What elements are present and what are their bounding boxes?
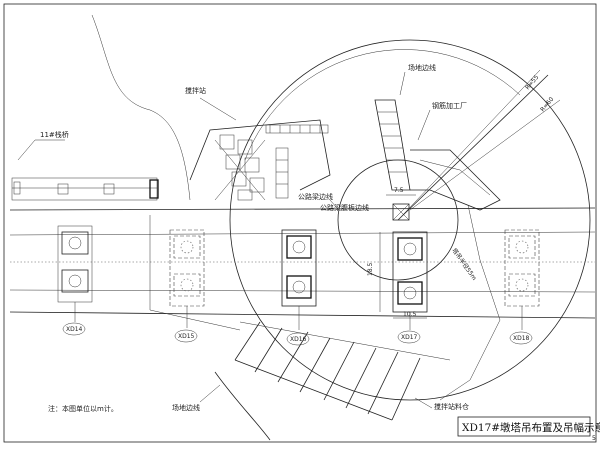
site-boundary-left [149, 215, 241, 331]
radius-label: 塔吊半径55m [450, 247, 478, 282]
crane-radius-arc-inner [244, 49, 521, 161]
storage-leader [414, 397, 433, 409]
title-block [457, 416, 591, 437]
radius-line [397, 74, 549, 221]
page-mark: 5 [592, 435, 596, 442]
drawing-title: XD17#墩塔吊布置及吊幅示意图 [462, 421, 600, 434]
pier-xd18-label: XD18 [513, 335, 530, 342]
pier-xd17-label: XD17 [401, 334, 418, 341]
site-edge-top-label: 场地边线 [408, 63, 436, 72]
crane-radius-circle-large [229, 39, 591, 401]
pier-xd17-tag [397, 330, 421, 344]
trestle-pile [57, 183, 69, 195]
dim-bottom-label: 10.5 [403, 311, 417, 318]
road-beam-web-edge-label: 公路梁腹板边线 [320, 203, 369, 212]
trestle-bridge [11, 177, 158, 201]
site-edge-bottom-label: 场地边线 [172, 403, 200, 412]
pier-xd15 [169, 229, 205, 328]
road-beam-edge-label: 公路梁边线 [298, 192, 333, 201]
pier-xd14-label: XD14 [66, 326, 83, 333]
pier-xd14-tag [62, 322, 86, 336]
rebar-leader [417, 109, 431, 141]
pier-xd15-tag [174, 329, 198, 343]
road-beam-line-2 [9, 231, 596, 236]
site-boundary-lower [214, 371, 271, 441]
road-beam-edge-bottom [9, 311, 596, 319]
bridge-label: 11#栈桥 [40, 130, 69, 139]
site-edge-leader [399, 71, 406, 96]
pier-xd16-tag [286, 332, 310, 346]
mixing-station-equipment [214, 124, 329, 201]
radius-line-2 [409, 99, 561, 211]
trestle-pile [103, 183, 115, 195]
pier-xd17 [379, 231, 428, 330]
mixing-leader [199, 97, 237, 121]
mixing-station-label: 搅拌站 [185, 86, 206, 95]
storage-bins [234, 321, 451, 421]
pier-xd18-tag [509, 331, 533, 345]
trestle-end [149, 179, 159, 199]
site-edge-bottom-leader [199, 384, 221, 403]
storage-label: 搅拌站料仓 [434, 402, 469, 411]
road-beam-edge-top [9, 207, 596, 211]
pier-xd18 [504, 229, 540, 330]
road-beam-leader [329, 199, 339, 210]
boundary-curve [91, 14, 191, 201]
radius-dim [397, 69, 541, 221]
pier-xd16-label: XD16 [290, 336, 307, 343]
dim-side-label: 18.5 [367, 262, 374, 276]
trestle-bay [13, 181, 21, 195]
site-boundary-right [439, 204, 501, 401]
dim-r1-label: R=55 [524, 74, 540, 92]
sheet-border [3, 3, 597, 443]
pier-xd15-label: XD15 [178, 333, 195, 340]
mixing-station-boundary [189, 119, 331, 191]
pier-xd14 [57, 225, 93, 322]
bridge-leader [17, 139, 36, 161]
pier-xd16 [281, 229, 317, 330]
dim-top-label: 7.5 [394, 187, 404, 194]
rebar-shop-label: 钢筋加工厂 [432, 101, 467, 110]
note-text: 注：本图单位以m计。 [48, 404, 118, 413]
rebar-shop [374, 99, 501, 211]
road-beam-line-3 [9, 289, 596, 293]
tower-crane-base [392, 203, 410, 221]
